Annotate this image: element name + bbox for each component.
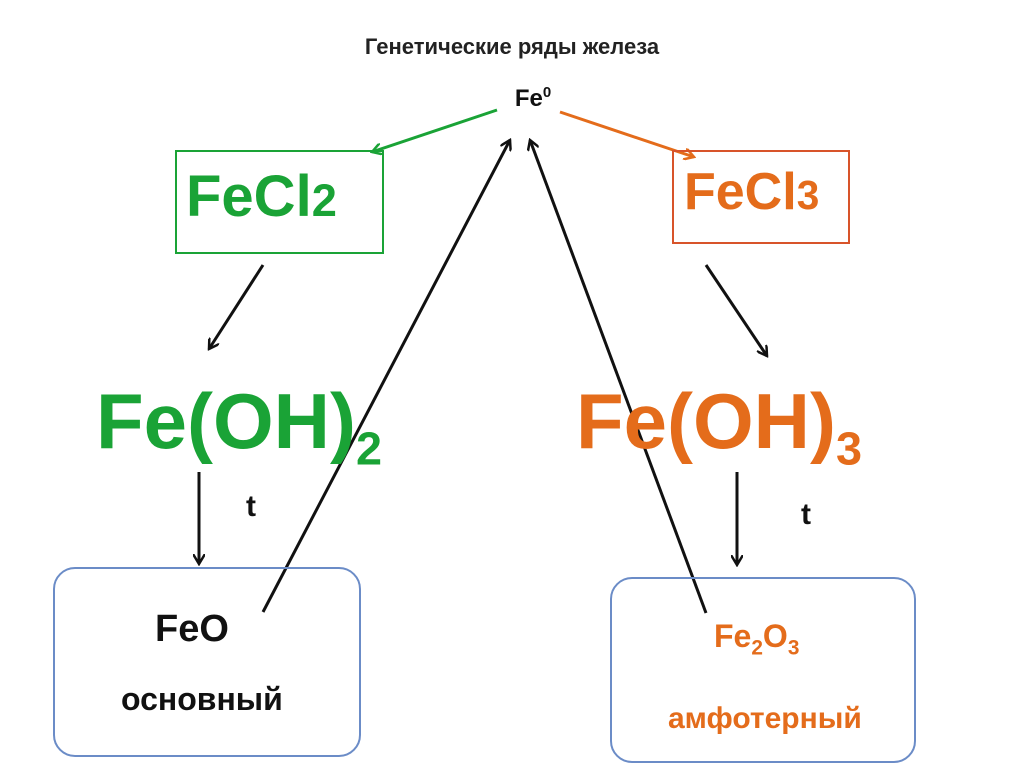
feo-type-label: основный bbox=[121, 681, 283, 717]
feoh3-index: 3 bbox=[835, 422, 863, 475]
fe2o3-i1: 2 bbox=[751, 636, 763, 660]
node-feoh2: Fe(OH)2 bbox=[96, 382, 382, 472]
node-fecl3: FeCl3 bbox=[684, 166, 819, 218]
fecl2-base: FeCl bbox=[186, 164, 312, 229]
fe0-oxidation: 0 bbox=[542, 84, 552, 101]
feoh2-base: Fe(OH) bbox=[96, 377, 356, 465]
arrow-fecl3-to-feoh3 bbox=[704, 264, 767, 356]
fecl2-index: 2 bbox=[311, 175, 337, 226]
node-fecl2: FeCl2 bbox=[186, 168, 337, 226]
fe2o3-formula: Fe2O3 bbox=[714, 618, 799, 660]
box-fecl2 bbox=[175, 150, 384, 254]
fe2o3-i2: 3 bbox=[787, 636, 800, 660]
box-fecl3 bbox=[672, 150, 850, 244]
fe2o3-p2: O bbox=[762, 618, 788, 654]
feoh2-index: 2 bbox=[355, 422, 383, 475]
condition-left: t bbox=[246, 490, 256, 523]
node-fe0: Fe0 bbox=[488, 84, 578, 113]
arrow-fe-to-fecl2 bbox=[372, 108, 498, 152]
arrow-feo-to-fe bbox=[261, 140, 510, 613]
box-fe2o3 bbox=[610, 577, 916, 763]
fecl3-base: FeCl bbox=[684, 163, 797, 221]
arrow-fecl2-to-feoh2 bbox=[209, 264, 265, 349]
node-feoh3: Fe(OH)3 bbox=[576, 382, 862, 472]
page-title: Генетические ряды железа bbox=[364, 34, 660, 59]
arrow-fe-to-fecl3 bbox=[559, 110, 694, 157]
fe2o3-p1: Fe bbox=[714, 618, 752, 654]
fe2o3-type-label: амфотерный bbox=[668, 702, 862, 735]
feoh3-base: Fe(OH) bbox=[576, 377, 836, 465]
fe0-symbol: Fe bbox=[514, 85, 543, 112]
arrow-fe2o3-to-fe bbox=[530, 140, 708, 614]
condition-right: t bbox=[801, 498, 811, 531]
fecl3-index: 3 bbox=[796, 172, 820, 218]
box-feo bbox=[53, 567, 361, 757]
feo-formula: FeO bbox=[155, 608, 229, 650]
